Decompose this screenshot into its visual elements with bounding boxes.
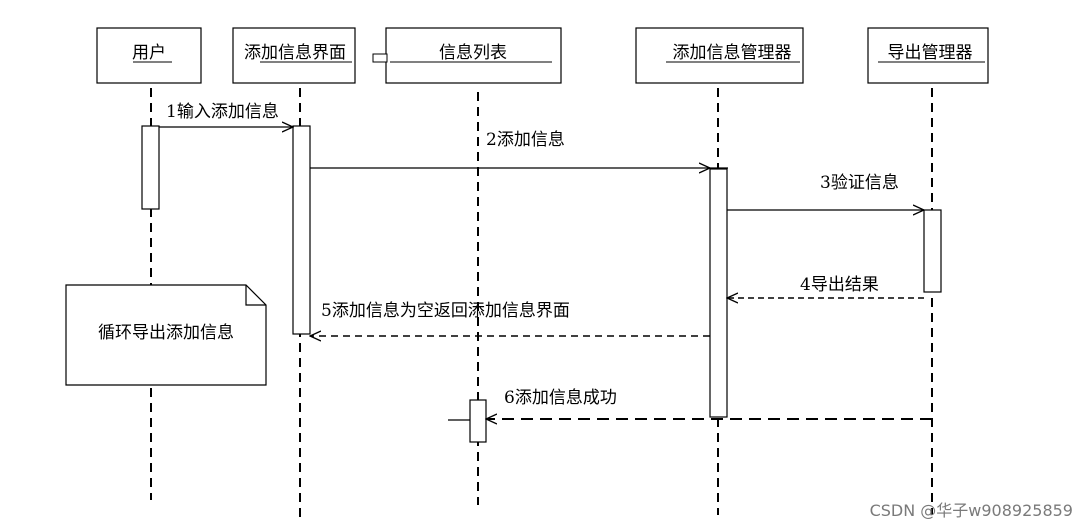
message-1-label: 1输入添加信息 xyxy=(166,102,279,122)
note-text: 循环导出添加信息 xyxy=(98,323,234,343)
participant-info-list: 信息列表 xyxy=(372,27,562,84)
message-5: 5添加信息为空返回添加信息界面 xyxy=(310,301,710,336)
participant-add-ui-label: 添加信息界面 xyxy=(244,43,346,63)
participant-add-manager: 添加信息管理器 xyxy=(635,27,804,84)
activation-export-manager xyxy=(923,209,942,293)
message-5-label: 5添加信息为空返回添加信息界面 xyxy=(321,301,570,321)
participant-user: 用户 xyxy=(96,27,202,84)
watermark: CSDN @华子w908925859 xyxy=(870,501,1073,520)
message-2: 2添加信息 xyxy=(310,130,728,168)
message-4: 4导出结果 xyxy=(727,275,924,298)
activation-add-manager xyxy=(709,168,728,418)
note-loop-export: 循环导出添加信息 xyxy=(65,284,267,386)
activation-user xyxy=(141,125,160,210)
participant-add-manager-label: 添加信息管理器 xyxy=(673,43,792,63)
participant-info-list-label: 信息列表 xyxy=(439,43,507,63)
message-6: 6添加信息成功 xyxy=(486,388,932,419)
activation-info-list xyxy=(448,399,487,443)
message-3: 3验证信息 xyxy=(727,173,924,210)
message-2-label: 2添加信息 xyxy=(486,130,565,150)
message-6-label: 6添加信息成功 xyxy=(504,388,617,408)
participant-export-manager-label: 导出管理器 xyxy=(888,43,973,63)
message-4-label: 4导出结果 xyxy=(800,275,879,295)
message-1: 1输入添加信息 xyxy=(159,102,293,127)
participant-user-label: 用户 xyxy=(132,43,166,63)
participant-add-ui: 添加信息界面 xyxy=(232,27,356,84)
participant-export-manager: 导出管理器 xyxy=(867,27,989,84)
message-3-label: 3验证信息 xyxy=(820,173,899,193)
activation-add-ui xyxy=(292,125,311,335)
